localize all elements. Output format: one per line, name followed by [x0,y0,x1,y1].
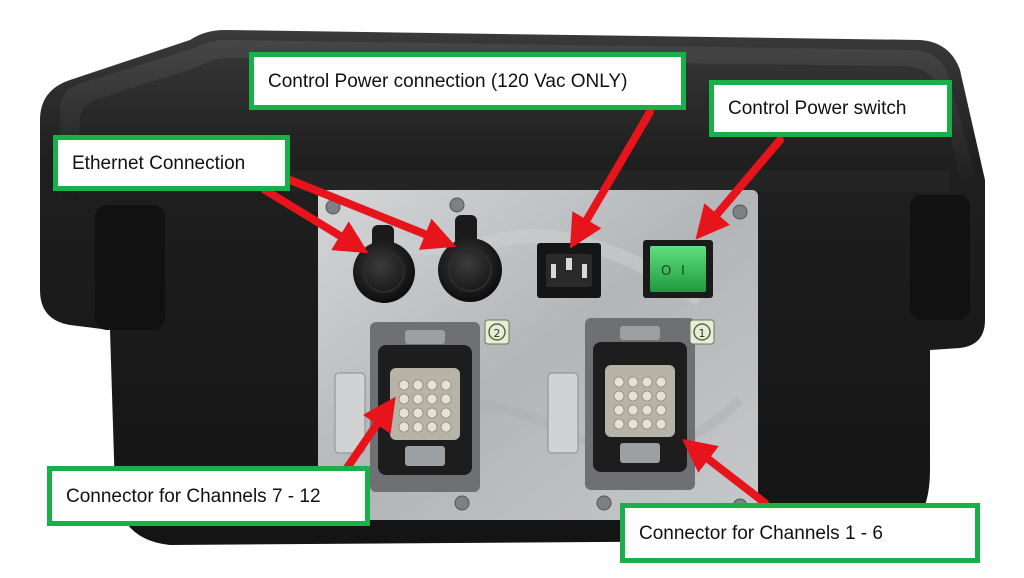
connector-channels-7-12: 2 [334,319,510,492]
arrow-ethernet-left [261,186,369,254]
callout-control-power-connection: Control Power connection (120 Vac ONLY) [249,52,686,110]
port-number-1: 1 [699,327,706,340]
callout-connector-7-12: Connector for Channels 7 - 12 [47,466,370,526]
arrow-power-connection [569,108,654,249]
ethernet-port-caps [353,215,502,303]
switch-off-mark: O [661,264,671,279]
switch-on-mark: I [681,264,685,279]
port-number-2: 2 [494,327,501,340]
power-inlet [537,243,601,298]
arrow-connector-7-12 [343,396,396,472]
callout-connector-7-12-text: Connector for Channels 7 - 12 [66,485,321,507]
power-switch: O I [643,240,713,298]
callout-ethernet-connection: Ethernet Connection [53,135,290,191]
callout-control-power-switch: Control Power switch [709,80,952,137]
callout-control-power-connection-text: Control Power connection (120 Vac ONLY) [268,70,628,92]
arrow-connector-1-6 [682,438,769,507]
callout-connector-1-6-text: Connector for Channels 1 - 6 [639,522,883,544]
arrow-power-switch [695,136,784,240]
arrow-ethernet-right [286,176,457,250]
connector-channels-1-6: 1 [547,318,715,490]
callout-ethernet-connection-text: Ethernet Connection [72,152,246,174]
callout-control-power-switch-text: Control Power switch [728,98,907,119]
callout-connector-1-6: Connector for Channels 1 - 6 [620,503,980,563]
